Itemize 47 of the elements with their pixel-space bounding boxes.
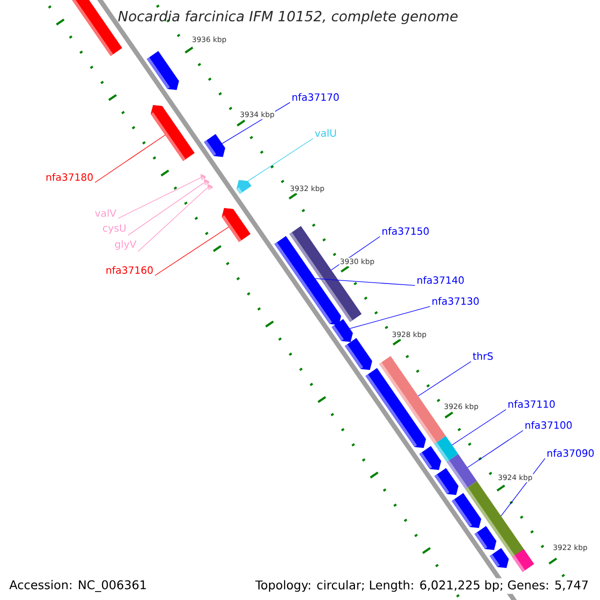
gene-label: nfa37180 <box>46 173 93 181</box>
gene-label: nfa37100 <box>526 421 572 429</box>
accession-text: Accession: NC_006361 <box>7 578 149 594</box>
gene-bar <box>274 236 342 325</box>
gene-label: nfa37090 <box>548 449 594 457</box>
leader-line <box>452 409 506 446</box>
leader-line <box>128 182 204 236</box>
leader-line <box>467 430 524 468</box>
leader-line <box>94 134 166 183</box>
gene-label: nfa37160 <box>106 266 153 274</box>
leader-line <box>349 306 430 329</box>
gene-label: nfa37150 <box>382 227 429 235</box>
leader-line <box>118 178 201 219</box>
gene-label: thrS <box>472 352 493 360</box>
gene-bar <box>208 184 214 190</box>
gene-bar <box>344 338 372 370</box>
genome-summary-text: Topology: circular; Length: 6,021,225 bp; Genes: 5,747 <box>253 578 591 594</box>
leader-line <box>500 458 546 516</box>
gene-bar <box>150 105 195 161</box>
gene-bar <box>222 208 251 242</box>
gene-bar <box>236 180 252 194</box>
gene-label: glyV <box>115 240 136 250</box>
title: Nocardia farcinica IFM 10152, complete genome <box>118 10 458 24</box>
gene-label: nfa37130 <box>432 297 479 305</box>
gene-bar <box>434 468 458 495</box>
leader-line <box>154 226 229 276</box>
gene-label: cysU <box>103 224 126 234</box>
gene-label: nfa37170 <box>292 93 339 101</box>
gene-label: valV <box>95 209 116 217</box>
gene-label: nfa37140 <box>418 276 464 284</box>
gene-bar <box>474 526 496 550</box>
leader-line <box>314 278 416 286</box>
gene-label: nfa37110 <box>508 400 555 408</box>
gene-bar <box>419 446 442 470</box>
gene-bar <box>200 174 206 180</box>
gene-bar <box>512 549 534 572</box>
gene-bar <box>452 493 482 528</box>
gene-bar <box>204 179 210 186</box>
leader-line <box>418 361 472 396</box>
gene-label: valU <box>314 129 336 137</box>
gene-bar <box>366 368 426 448</box>
leader-line <box>248 138 314 182</box>
gene-bar <box>332 319 353 342</box>
gene-bar <box>146 51 179 90</box>
gene-bar <box>490 548 509 568</box>
leader-line <box>138 188 208 252</box>
gene-bar <box>204 134 226 157</box>
